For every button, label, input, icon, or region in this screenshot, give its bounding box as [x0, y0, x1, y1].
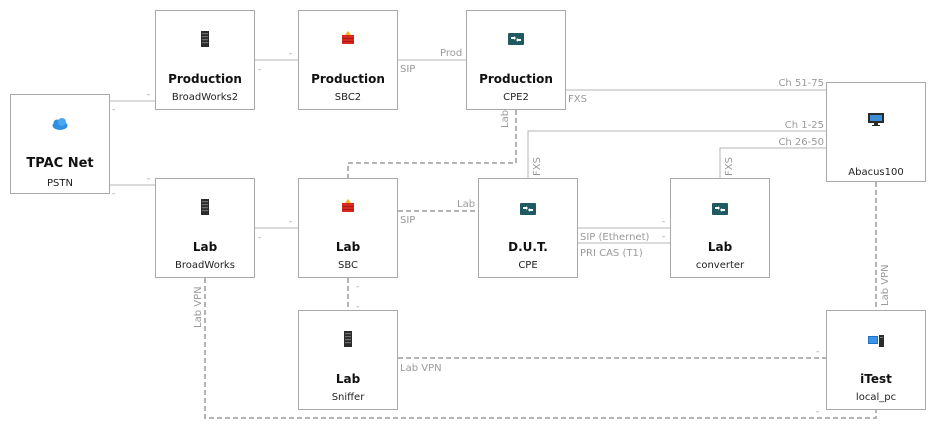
tick-mark: -: [289, 49, 292, 59]
node-title: Production: [479, 72, 553, 86]
monitor-icon: [868, 113, 884, 126]
node-subtitle: CPE2: [503, 92, 529, 103]
edge-label-ch-26-50: Ch 26-50: [778, 137, 824, 148]
node-title: TPAC Net: [26, 156, 94, 171]
node-subtitle: SBC2: [334, 92, 362, 103]
link-cpe2-sbc-lab: [347, 110, 517, 178]
tick-mark: -: [356, 302, 359, 312]
link-bw-itest-vpn: [204, 278, 877, 419]
node-title: iTest: [860, 372, 892, 386]
server-icon: [201, 199, 209, 215]
node-title: Lab: [335, 372, 361, 386]
node-lab-sbc[interactable]: Lab SBC: [298, 178, 398, 278]
tick-mark: -: [112, 105, 115, 115]
node-production-broadworks2[interactable]: Production BroadWorks2: [155, 10, 255, 110]
edge-label-fxs-prod: FXS: [568, 94, 587, 105]
router-icon: [520, 203, 536, 215]
node-subtitle: BroadWorks: [175, 260, 235, 271]
edge-label-ch-51-75: Ch 51-75: [778, 78, 824, 89]
node-tpac-net[interactable]: TPAC Net PSTN: [10, 94, 110, 194]
pc-icon: [868, 335, 884, 347]
node-title: Lab: [335, 240, 361, 254]
link-converter-abacus: [719, 147, 826, 178]
node-production-sbc2[interactable]: Production SBC2: [298, 10, 398, 110]
tick-mark: -: [147, 90, 150, 100]
node-abacus100[interactable]: Abacus100: [826, 82, 926, 182]
tick-mark: -: [662, 232, 665, 242]
tick-mark: -: [356, 282, 359, 292]
node-dut-cpe[interactable]: D.U.T. CPE: [478, 178, 578, 278]
node-subtitle: SBC: [337, 260, 358, 271]
tick-mark: -: [816, 347, 819, 357]
tick-mark: -: [816, 407, 819, 417]
node-subtitle: BroadWorks2: [171, 92, 239, 103]
edge-label-ch-1-25: Ch 1-25: [785, 120, 824, 131]
node-subtitle: CPE: [518, 260, 538, 271]
edge-label-fxs-dut: FXS: [532, 157, 543, 176]
node-title: Lab: [192, 240, 218, 254]
edge-label-pri-cas: PRI CAS (T1): [580, 248, 643, 259]
node-lab-broadworks[interactable]: Lab BroadWorks: [155, 178, 255, 278]
tick-mark: -: [662, 217, 665, 227]
link-dut-abacus: [527, 130, 826, 178]
node-title: Production: [311, 72, 385, 86]
tick-mark: -: [258, 65, 261, 75]
firewall-icon: [342, 31, 354, 44]
router-icon: [712, 203, 728, 215]
node-subtitle: Abacus100: [848, 167, 904, 178]
router-icon: [508, 33, 524, 45]
node-subtitle: PSTN: [47, 178, 73, 189]
node-title: D.U.T.: [508, 240, 548, 254]
edge-label-lab-cpe2: Lab: [500, 110, 511, 128]
edge-label-sip-prod: SIP: [400, 64, 415, 75]
edge-label-sip-lab: SIP: [400, 215, 415, 226]
cloud-icon: [52, 118, 68, 130]
node-subtitle: Sniffer: [331, 392, 365, 403]
node-production-cpe2[interactable]: Production CPE2: [466, 10, 566, 110]
node-subtitle: local_pc: [855, 392, 897, 403]
firewall-icon: [342, 199, 354, 212]
server-icon: [201, 31, 209, 47]
node-title: Production: [168, 72, 242, 86]
edge-label-fxs-converter: FXS: [724, 157, 735, 176]
node-lab-sniffer[interactable]: Lab Sniffer: [298, 310, 398, 410]
tick-mark: -: [258, 233, 261, 243]
edge-label-lab-vpn-sniffer: Lab VPN: [400, 363, 442, 374]
edge-label-lab-sbc-dut: Lab: [457, 199, 475, 210]
edge-label-sip-ethernet: SIP (Ethernet): [580, 232, 649, 243]
edge-label-prod: Prod: [440, 48, 462, 59]
node-subtitle: converter: [695, 260, 745, 271]
node-title: Lab: [707, 240, 733, 254]
node-lab-converter[interactable]: Lab converter: [670, 178, 770, 278]
tick-mark: -: [147, 174, 150, 184]
tick-mark: -: [289, 217, 292, 227]
edge-label-lab-vpn-bw: Lab VPN: [193, 286, 204, 328]
tick-mark: -: [112, 189, 115, 199]
edge-label-lab-vpn-itest: Lab VPN: [880, 264, 891, 306]
node-itest-local-pc[interactable]: iTest local_pc: [826, 310, 926, 410]
server-icon: [344, 331, 352, 347]
